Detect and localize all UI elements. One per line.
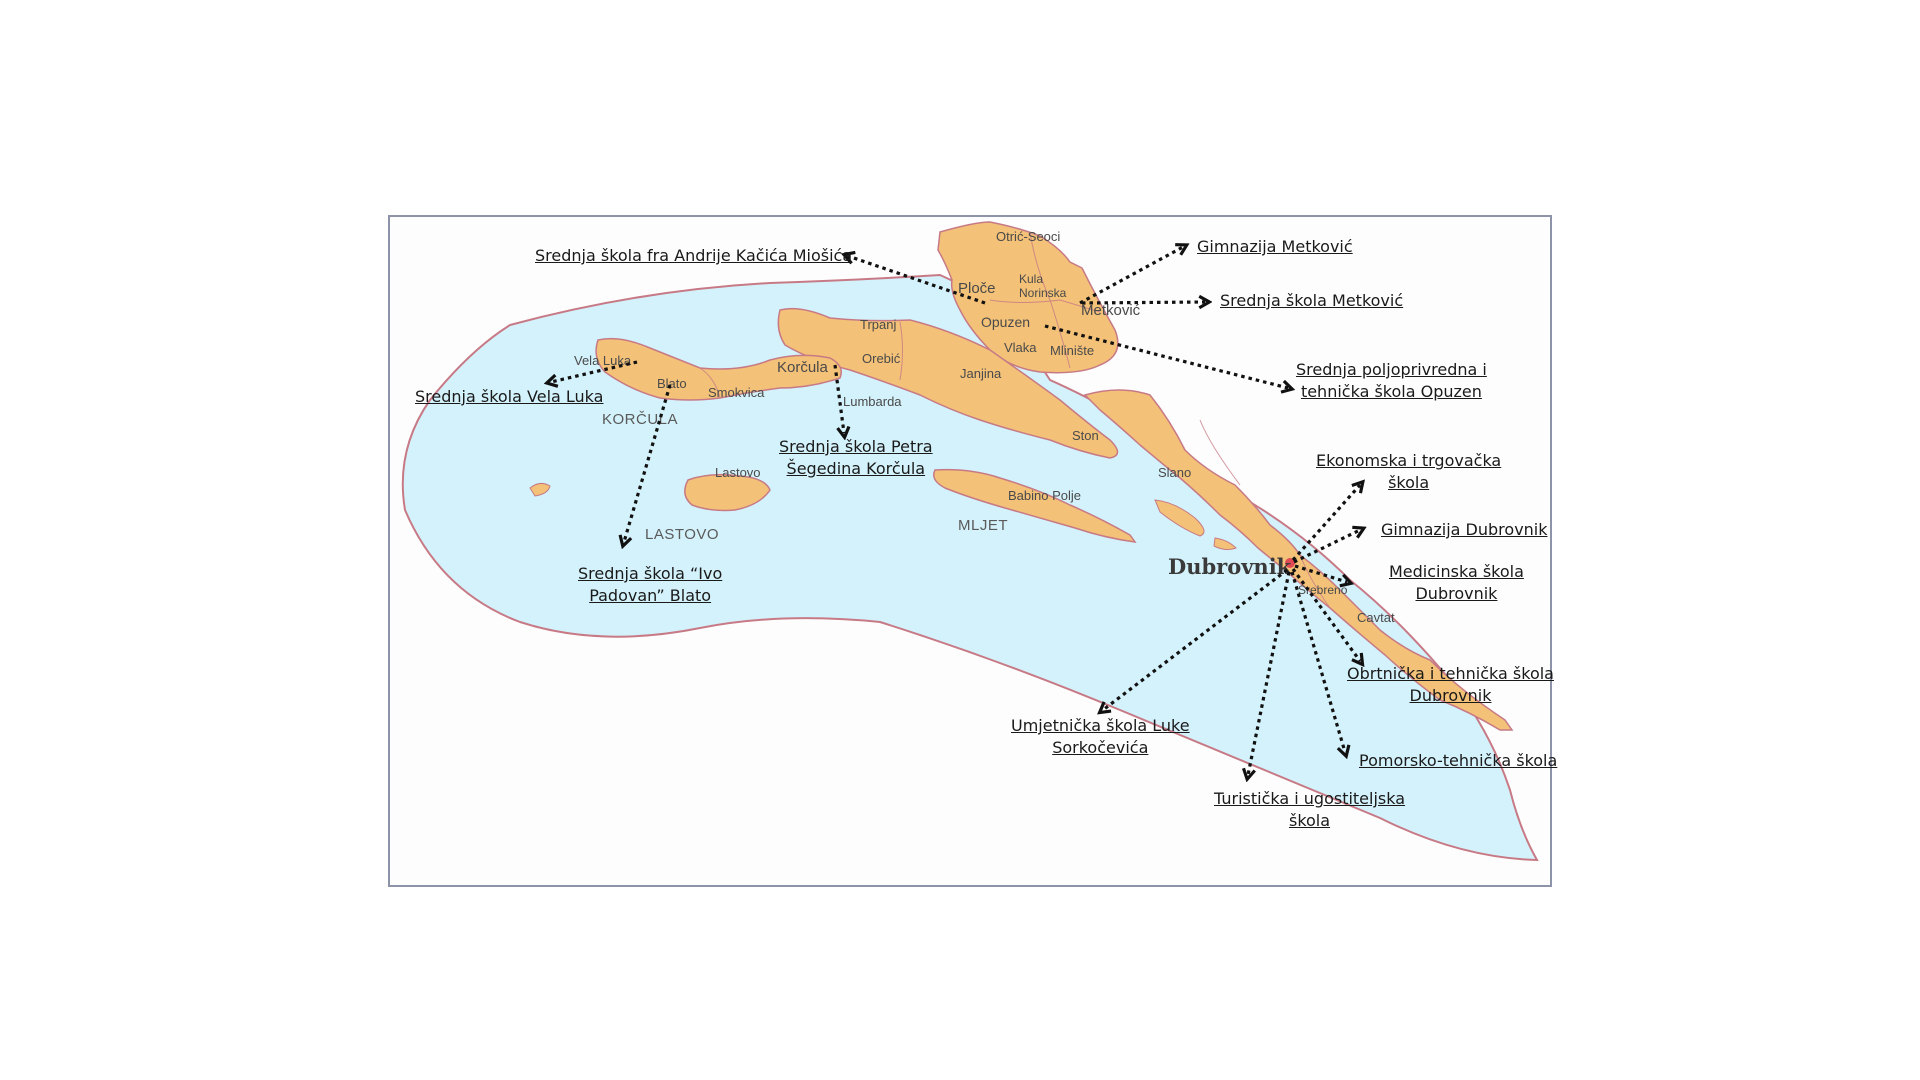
label-dubrovnik: Dubrovnik	[1168, 554, 1292, 579]
school-turisticka[interactable]: Turistička i ugostiteljska škola	[1214, 788, 1405, 832]
land-peljesac	[777, 307, 1119, 459]
label-smokvica: Smokvica	[708, 385, 765, 400]
school-korcula-line-1: Srednja škola Petra	[779, 437, 933, 456]
school-medicinska[interactable]: Medicinska škola Dubrovnik	[1389, 561, 1524, 605]
label-kula: Kula	[1019, 272, 1043, 286]
label-srebreno: Srebreno	[1298, 583, 1348, 597]
arrow-medicinska	[1294, 564, 1347, 582]
label-norinska: Norinska	[1019, 286, 1067, 300]
land-islet-west	[529, 482, 551, 497]
arrow-gimnazija-metkovic	[1079, 247, 1183, 305]
school-obrtnicka-line-1: Obrtnička i tehnička škola	[1347, 664, 1554, 683]
school-turisticka-line-1: Turistička i ugostiteljska	[1214, 789, 1406, 808]
school-ekonomska-line-1: Ekonomska i trgovačka	[1316, 451, 1502, 470]
school-gimnazija-metkovic[interactable]: Gimnazija Metković	[1197, 237, 1353, 256]
school-kacic[interactable]: Srednja škola fra Andrije Kačića Miošića	[535, 246, 853, 265]
label-cavtat: Cavtat	[1357, 610, 1395, 625]
arrow-blato	[624, 384, 672, 542]
school-turisticka-line-2: škola	[1288, 811, 1331, 830]
label-trpanj: Trpanj	[860, 317, 896, 332]
label-vlaka: Vlaka	[1004, 340, 1037, 355]
arrow-ekonomska	[1291, 485, 1360, 562]
school-umjetnicka-line-2: Sorkočevića	[1052, 738, 1149, 757]
school-ss-metkovic[interactable]: Srednja škola Metković	[1220, 291, 1404, 310]
arrow-kacic	[848, 256, 986, 305]
school-opuzen-line-2: tehnička škola Opuzen	[1300, 382, 1482, 401]
label-metkovic: Metković	[1081, 302, 1141, 319]
land-elafiti	[1154, 499, 1205, 537]
school-gimnazija-dubrovnik[interactable]: Gimnazija Dubrovnik	[1381, 520, 1548, 539]
school-ekonomska[interactable]: Ekonomska i trgovačka škola	[1316, 450, 1501, 494]
school-blato[interactable]: Srednja škola “Ivo Padovan” Blato	[578, 563, 722, 607]
arrow-umjetnicka	[1103, 568, 1288, 710]
school-opuzen[interactable]: Srednja poljoprivredna i tehnička škola …	[1296, 359, 1487, 403]
land-korcula	[595, 337, 842, 401]
land-islet-lopud	[1213, 537, 1237, 551]
label-ston: Ston	[1072, 428, 1099, 443]
school-umjetnicka-line-1: Umjetnička škola Luke	[1011, 716, 1190, 735]
school-obrtnicka-line-2: Dubrovnik	[1409, 686, 1492, 705]
label-vela-luka: Vela Luka	[574, 353, 632, 368]
label-mliniste: Mlinište	[1050, 343, 1094, 358]
school-ekonomska-line-2: škola	[1388, 473, 1430, 492]
label-korcula: Korčula	[777, 359, 829, 376]
label-opuzen: Opuzen	[981, 314, 1030, 330]
municipality-borders	[699, 231, 1331, 609]
label-orebic: Orebić	[862, 351, 901, 366]
school-arrows	[551, 247, 1360, 775]
land-coast	[1083, 389, 1514, 731]
dubrovnik-marker	[1285, 558, 1295, 568]
school-medicinska-line-2: Dubrovnik	[1415, 584, 1498, 603]
region-lastovo: LASTOVO	[645, 526, 719, 543]
arrow-turisticka	[1248, 571, 1291, 775]
school-vela-luka[interactable]: Srednja škola Vela Luka	[415, 387, 604, 406]
school-korcula[interactable]: Srednja škola Petra Šegedina Korčula	[779, 436, 933, 480]
land-lastovo	[684, 473, 771, 512]
school-medicinska-line-1: Medicinska škola	[1389, 562, 1524, 581]
arrow-gimnazija-dubrovnik	[1293, 530, 1360, 564]
label-ploce: Ploče	[958, 280, 996, 297]
school-korcula-line-2: Šegedina Korčula	[786, 459, 926, 478]
land-mljet	[933, 468, 1137, 543]
school-opuzen-line-1: Srednja poljoprivredna i	[1296, 360, 1487, 379]
label-otric-seoci: Otrić-Seoci	[996, 229, 1060, 244]
school-obrtnicka[interactable]: Obrtnička i tehnička škola Dubrovnik	[1347, 663, 1554, 707]
school-pomorsko[interactable]: Pomorsko-tehnička škola	[1359, 751, 1558, 770]
school-blato-line-2: Padovan” Blato	[589, 586, 712, 605]
region-mljet: MLJET	[958, 517, 1008, 534]
arrow-ss-metkovic	[1081, 302, 1205, 303]
label-slano: Slano	[1158, 465, 1191, 480]
arrow-pomorsko	[1290, 571, 1345, 752]
label-blato: Blato	[657, 376, 687, 391]
label-lumbarda: Lumbarda	[843, 394, 902, 409]
label-lastovo: Lastovo	[715, 465, 761, 480]
school-blato-line-1: Srednja škola “Ivo	[578, 564, 723, 583]
school-umjetnicka[interactable]: Umjetnička škola Luke Sorkočevića	[1011, 715, 1190, 759]
label-janjina: Janjina	[960, 366, 1002, 381]
label-babino-polje: Babino Polje	[1008, 488, 1081, 503]
region-korcula: KORČULA	[602, 411, 678, 428]
